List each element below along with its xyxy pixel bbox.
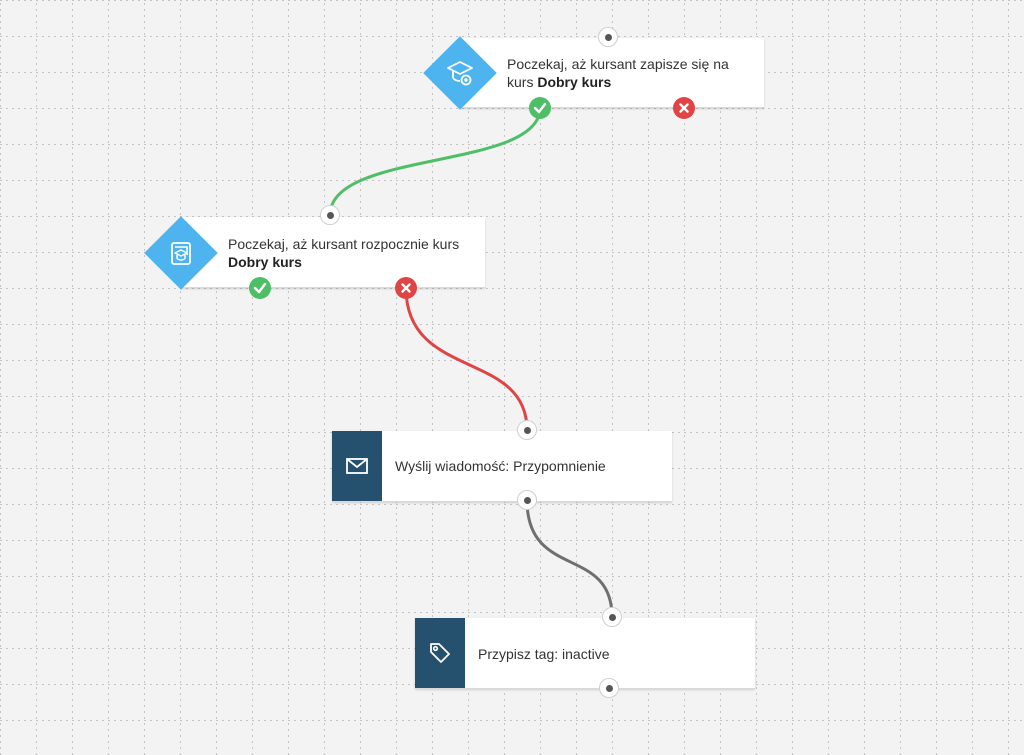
node-assign-tag-badge xyxy=(415,618,465,688)
grid-line xyxy=(648,0,649,755)
grid-line xyxy=(0,288,1024,289)
graduation-cap-icon xyxy=(447,61,473,86)
grid-line xyxy=(684,0,685,755)
connector-yes-1 xyxy=(328,107,542,216)
node-wait-start-course: Dobry kurs xyxy=(228,254,302,270)
node-wait-signup-no-port[interactable] xyxy=(673,97,695,119)
check-icon xyxy=(533,102,547,114)
grid-line xyxy=(0,396,1024,397)
grid-line xyxy=(756,0,757,755)
grid-line xyxy=(36,0,37,755)
grid-line xyxy=(576,0,577,755)
check-icon xyxy=(253,282,267,294)
grid-line xyxy=(0,216,1024,217)
grid-line xyxy=(0,108,1024,109)
grid-line xyxy=(1008,0,1009,755)
grid-line xyxy=(900,0,901,755)
node-wait-signup-line1: Poczekaj, aż kursant zapisze się na xyxy=(507,56,729,72)
node-assign-tag-label: Przypisz tag: inactive xyxy=(478,646,610,662)
grid-line xyxy=(792,0,793,755)
grid-line xyxy=(0,0,1024,1)
grid-line xyxy=(72,0,73,755)
node-wait-start-line1: Poczekaj, aż kursant rozpocznie kurs xyxy=(228,236,460,252)
node-wait-signup-prefix: kurs xyxy=(507,74,538,90)
tag-icon xyxy=(430,643,450,663)
grid-line xyxy=(828,0,829,755)
connector-no-2 xyxy=(404,287,529,431)
node-send-message-badge xyxy=(332,431,382,501)
node-wait-signup-course: Dobry kurs xyxy=(537,74,612,90)
grid-line xyxy=(0,720,1024,721)
grid-line xyxy=(324,0,325,755)
node-wait-start[interactable]: Poczekaj, aż kursant rozpocznie kurs Dob… xyxy=(181,217,485,288)
grid-line xyxy=(0,36,1024,37)
grid-line xyxy=(720,0,721,755)
node-wait-signup[interactable]: Poczekaj, aż kursant zapisze się na kurs… xyxy=(460,38,764,108)
node-wait-signup-input-port[interactable] xyxy=(598,27,618,47)
node-wait-start-no-port[interactable] xyxy=(395,277,417,299)
close-icon xyxy=(679,103,689,113)
node-wait-signup-yes-port[interactable] xyxy=(529,97,551,119)
node-send-message-label: Wyślij wiadomość: Przypomnienie xyxy=(395,458,606,474)
grid-line xyxy=(0,504,1024,505)
grid-line xyxy=(0,576,1024,577)
grid-line xyxy=(0,144,1024,145)
grid-line xyxy=(216,0,217,755)
close-icon xyxy=(401,283,411,293)
grid-line xyxy=(0,540,1024,541)
node-send-message-input-port[interactable] xyxy=(517,420,537,440)
node-assign-tag[interactable]: Przypisz tag: inactive xyxy=(415,618,755,689)
node-send-message-output-port[interactable] xyxy=(517,490,537,510)
grid-line xyxy=(252,0,253,755)
grid-line xyxy=(612,0,613,755)
node-wait-signup-text: Poczekaj, aż kursant zapisze się na kurs… xyxy=(507,55,757,91)
envelope-icon xyxy=(346,458,368,474)
grid-line xyxy=(108,0,109,755)
grid-line xyxy=(396,0,397,755)
grid-line xyxy=(360,0,361,755)
grid-line xyxy=(0,324,1024,325)
grid-line xyxy=(936,0,937,755)
grid-line xyxy=(0,612,1024,613)
grid-line xyxy=(0,360,1024,361)
grid-line xyxy=(0,180,1024,181)
node-wait-start-yes-port[interactable] xyxy=(249,277,271,299)
node-assign-tag-output-port[interactable] xyxy=(599,678,619,698)
node-wait-start-input-port[interactable] xyxy=(320,205,340,225)
grid-line xyxy=(972,0,973,755)
grid-line xyxy=(180,0,181,755)
grid-line xyxy=(864,0,865,755)
grid-line xyxy=(540,0,541,755)
course-book-icon xyxy=(171,242,191,265)
grid-line xyxy=(0,252,1024,253)
grid-line xyxy=(288,0,289,755)
grid-line xyxy=(0,0,1,755)
node-send-message[interactable]: Wyślij wiadomość: Przypomnienie xyxy=(332,431,672,502)
node-wait-start-text: Poczekaj, aż kursant rozpocznie kurs Dob… xyxy=(228,235,480,271)
grid-line xyxy=(144,0,145,755)
node-assign-tag-input-port[interactable] xyxy=(602,607,622,627)
